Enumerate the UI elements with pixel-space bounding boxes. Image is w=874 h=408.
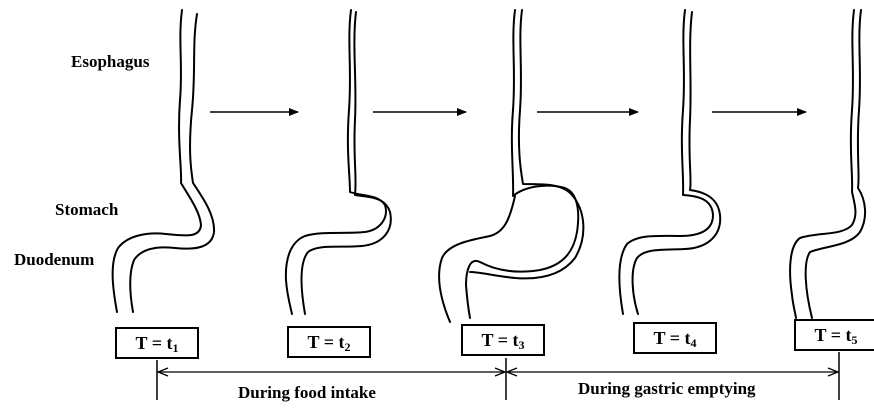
timepoint-box-1: T = t1 bbox=[115, 327, 199, 359]
timepoint-subscript-1: 1 bbox=[172, 341, 178, 355]
timepoint-label-5: T = t bbox=[815, 325, 852, 345]
timepoint-box-5: T = t5 bbox=[794, 319, 874, 351]
phase-label-emptying: During gastric emptying bbox=[578, 380, 756, 397]
stomach-diagram-3 bbox=[439, 10, 583, 322]
stomach-diagram-2 bbox=[286, 10, 391, 314]
timepoint-box-3: T = t3 bbox=[461, 324, 545, 356]
timepoint-box-4: T = t4 bbox=[633, 322, 717, 354]
timepoint-subscript-2: 2 bbox=[344, 340, 350, 354]
label-duodenum: Duodenum bbox=[14, 251, 94, 268]
timepoint-subscript-3: 3 bbox=[518, 338, 524, 352]
timepoint-subscript-5: 5 bbox=[851, 333, 857, 347]
timepoint-label-4: T = t bbox=[654, 328, 691, 348]
stomach-diagram-4 bbox=[619, 10, 720, 314]
timepoint-label-1: T = t bbox=[136, 333, 173, 353]
label-stomach: Stomach bbox=[55, 201, 118, 218]
timepoint-subscript-4: 4 bbox=[690, 336, 696, 350]
timepoint-box-2: T = t2 bbox=[287, 326, 371, 358]
timepoint-label-3: T = t bbox=[482, 330, 519, 350]
stomach-diagram-5 bbox=[790, 10, 865, 318]
label-esophagus: Esophagus bbox=[71, 53, 149, 70]
phase-label-intake: During food intake bbox=[238, 384, 376, 401]
timepoint-label-2: T = t bbox=[308, 332, 345, 352]
